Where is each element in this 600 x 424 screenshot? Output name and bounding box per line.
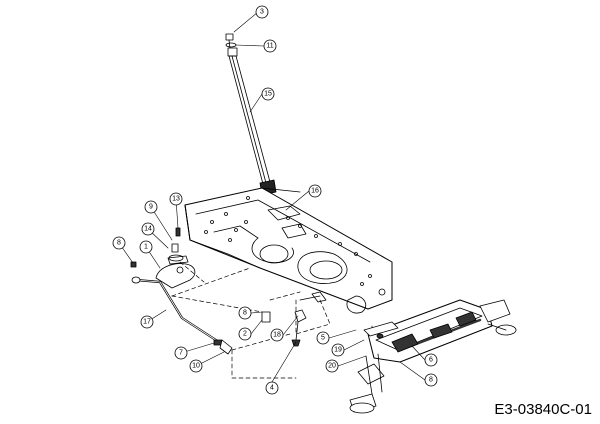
callout-label: 6	[429, 357, 433, 364]
callout-bubble	[308, 184, 322, 198]
callout-label: 9	[149, 204, 153, 211]
callout-label: 7	[179, 350, 183, 357]
callout-bubble	[144, 200, 158, 214]
callout-bubble	[261, 87, 275, 101]
callout-label: 14	[144, 226, 152, 233]
front-axle	[349, 299, 517, 414]
callout-bubble	[270, 328, 284, 342]
callout-label: 18	[273, 332, 281, 339]
callout-group: 3 11 15 16 9 13 14 8 1 17 7 10 8 2 18 4 5 19 20 6 8	[112, 5, 438, 395]
callout-label: 1	[144, 244, 148, 251]
chassis-frame	[184, 187, 393, 314]
steering-shaft	[225, 33, 277, 196]
callout-bubble	[265, 381, 279, 395]
callout-label: 10	[192, 363, 200, 370]
callout-bubble	[140, 315, 154, 329]
callout-bubble	[169, 192, 183, 206]
steering-sector	[130, 227, 196, 289]
callout-bubble	[238, 306, 252, 320]
callout-bubble	[316, 331, 330, 345]
pivot-bolts	[261, 309, 307, 347]
callout-bubble	[112, 236, 126, 250]
drag-link	[131, 276, 233, 355]
callout-label: 15	[264, 91, 272, 98]
callout-label: 5	[321, 335, 325, 342]
callout-bubble	[189, 359, 203, 373]
callout-bubble	[141, 222, 155, 236]
callout-bubble	[174, 346, 188, 360]
callout-bubble	[238, 327, 252, 341]
callout-label: 16	[311, 188, 319, 195]
callout-label: 13	[172, 196, 180, 203]
callout-bubble	[263, 39, 277, 53]
callout-bubble	[331, 343, 345, 357]
callout-label: 11	[266, 43, 273, 50]
callout-bubble	[325, 359, 339, 373]
callout-bubble	[255, 5, 269, 19]
callout-label: 17	[143, 319, 151, 326]
callout-label: 8	[117, 240, 121, 247]
callout-bubble	[139, 240, 153, 254]
diagram-code: E3-03840C-01	[494, 401, 592, 418]
callout-bubble	[424, 353, 438, 367]
callout-label: 19	[334, 347, 342, 354]
callout-label: 3	[260, 9, 264, 16]
callout-bubble	[424, 373, 438, 387]
callout-label: 4	[270, 385, 274, 392]
callout-label: 8	[429, 377, 433, 384]
callout-label: 2	[243, 331, 247, 338]
callout-label: 20	[328, 363, 336, 370]
callout-label: 8	[243, 310, 247, 317]
